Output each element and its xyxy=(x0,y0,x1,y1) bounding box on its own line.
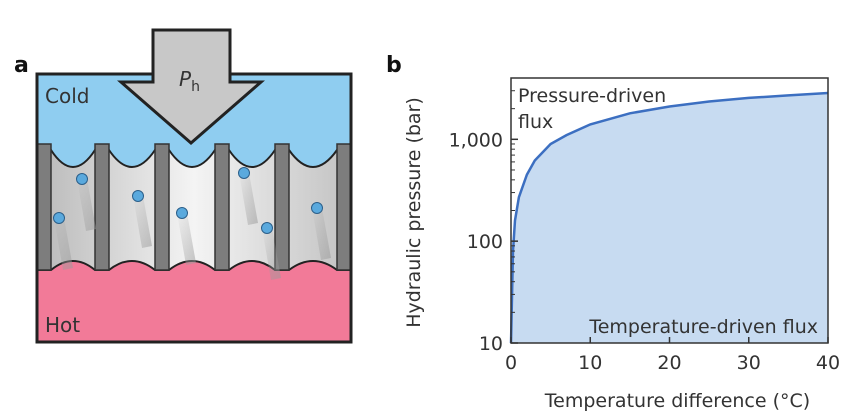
molecule-trail xyxy=(133,196,152,248)
membrane-pillar xyxy=(154,143,170,271)
panel-a-label: a xyxy=(14,53,29,78)
hot-label: Hot xyxy=(45,313,80,337)
molecule-trail xyxy=(77,179,96,231)
molecule-trail xyxy=(239,173,258,225)
panel-a: a Ph C xyxy=(14,28,353,344)
x-tick-label: 20 xyxy=(657,352,681,374)
y-tick-label: 100 xyxy=(467,231,503,253)
membrane-pillar xyxy=(94,143,110,271)
cold-label: Cold xyxy=(45,84,89,108)
x-tick-label: 30 xyxy=(737,352,761,374)
vapour-molecule xyxy=(311,202,323,214)
hot-meniscus xyxy=(36,260,352,343)
molecule-trail xyxy=(177,213,196,265)
y-axis-label: Hydraulic pressure (bar) xyxy=(403,97,425,328)
vapour-molecule xyxy=(238,167,250,179)
y-tick-label: 10 xyxy=(479,333,503,355)
x-tick-label: 40 xyxy=(816,352,840,374)
vapour-molecule xyxy=(261,222,273,234)
panel-b-label: b xyxy=(386,53,402,78)
x-tick-label: 0 xyxy=(505,352,517,374)
molecule-trail xyxy=(262,228,281,280)
pressure-driven-label: Pressure-driven xyxy=(518,85,666,107)
membrane-pillar xyxy=(214,143,230,271)
molecule-trail xyxy=(54,218,73,270)
vapour-molecule xyxy=(132,190,144,202)
vapour-molecule xyxy=(76,173,88,185)
membrane-pillar xyxy=(274,143,290,271)
vapour-molecules xyxy=(53,167,331,280)
boundary-line xyxy=(509,91,829,344)
vapour-molecule xyxy=(53,212,65,224)
pressure-label: Ph xyxy=(179,67,200,95)
temperature-driven-label: Temperature-driven flux xyxy=(588,316,818,338)
membrane-pillar xyxy=(336,143,352,271)
membrane-pillar xyxy=(36,143,52,271)
x-tick-label: 10 xyxy=(578,352,602,374)
molecule-trail xyxy=(312,208,331,260)
pressure-driven-label: flux xyxy=(518,111,553,133)
vapour-molecule xyxy=(176,207,188,219)
pressure-arrow xyxy=(116,28,266,145)
temperature-driven-region xyxy=(511,93,828,343)
y-tick-label: 1,000 xyxy=(449,129,503,151)
x-axis-label: Temperature difference (°C) xyxy=(544,390,810,412)
